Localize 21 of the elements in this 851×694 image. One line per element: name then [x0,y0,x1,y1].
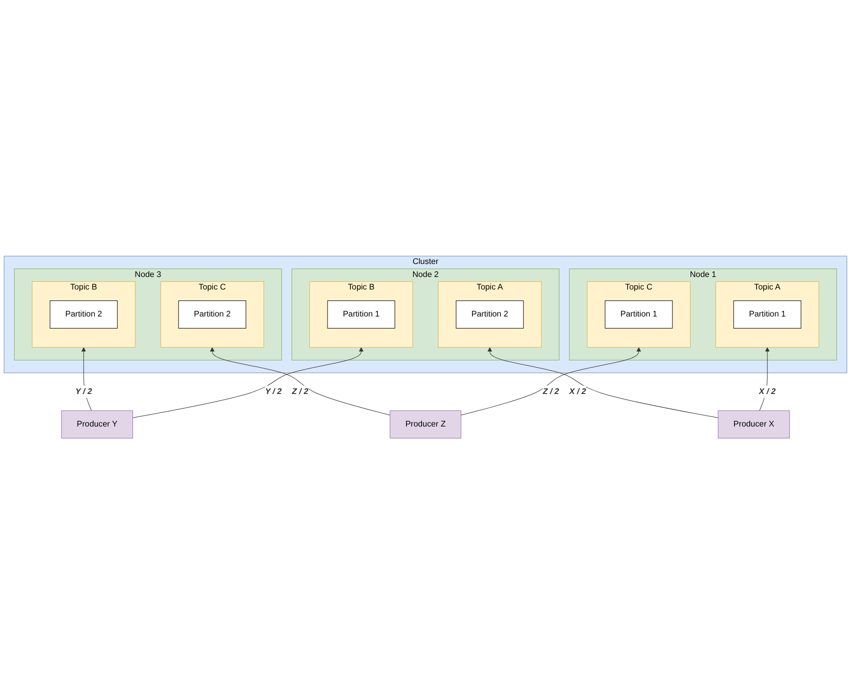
arrow [460,347,641,416]
node-box: Partition 1 [604,300,673,328]
node-box: Partition 1 [733,300,802,328]
node-box: Producer X [718,410,790,438]
node-box: Producer Z [390,410,462,438]
arrow [210,347,390,416]
node-box: Producer Y [61,410,133,438]
arrow [488,347,718,418]
edge-label: X / 2 [569,387,586,396]
arrow [132,347,364,418]
edge-label: Z / 2 [292,387,308,396]
arrow [759,347,770,411]
node-box: Partition 2 [50,300,118,328]
edge-label: Y / 2 [265,387,282,396]
edge-label: Y / 2 [75,387,92,396]
edge-label: Z / 2 [542,387,560,396]
node-box: Partition 2 [456,300,524,328]
node-box: Partition 1 [327,300,396,328]
edge-label: X / 2 [758,387,776,396]
arrow [81,347,92,411]
node-box: Partition 2 [178,300,246,328]
